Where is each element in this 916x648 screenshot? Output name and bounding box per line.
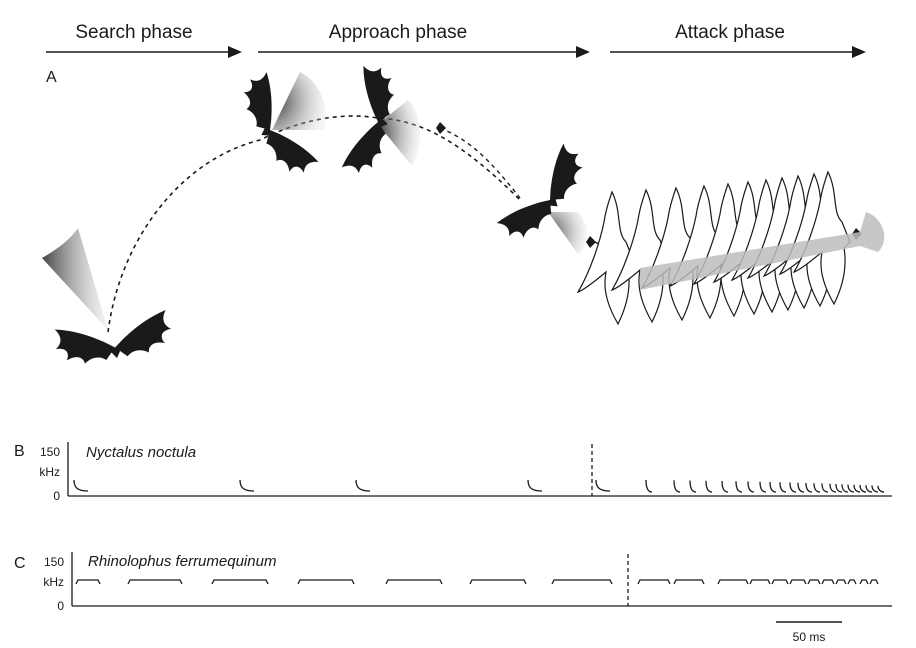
panel-b-ymax: 150	[40, 445, 60, 459]
call-mark	[859, 579, 869, 585]
panel-c-yunit: kHz	[43, 575, 64, 589]
call-mark	[645, 479, 653, 493]
sonar-cone-approach-3	[548, 212, 587, 254]
call-mark	[385, 579, 443, 585]
call-mark	[835, 579, 847, 585]
sonar-cone-approach-2	[378, 100, 421, 166]
panel-label-a: A	[46, 69, 57, 86]
call-mark	[869, 579, 879, 585]
panel-c-ymax: 150	[44, 555, 64, 569]
call-mark	[841, 484, 849, 493]
call-mark	[847, 484, 855, 493]
phase-label-search: Search phase	[75, 22, 192, 43]
call-mark	[821, 579, 835, 585]
sonar-cone-approach-1	[272, 72, 326, 130]
call-mark	[877, 485, 885, 493]
phase-arrow-attack	[610, 46, 866, 58]
sonar-cone-search	[42, 228, 108, 330]
call-mark	[75, 579, 101, 585]
flight-path	[107, 115, 521, 333]
call-mark	[717, 579, 749, 585]
prey-icon-approach-2	[586, 236, 596, 248]
call-mark	[847, 579, 857, 585]
panel-b-yunit: kHz	[39, 465, 60, 479]
panel-b-ymin: 0	[53, 489, 60, 503]
call-mark	[551, 579, 613, 585]
call-mark	[721, 480, 729, 493]
call-mark	[779, 482, 787, 493]
call-mark	[637, 579, 671, 585]
call-mark	[689, 480, 697, 493]
panel-b-species: Nyctalus noctula	[86, 444, 196, 461]
bat-search	[52, 309, 175, 369]
panel-c-species: Rhinolophus ferrumequinum	[88, 553, 276, 570]
call-mark	[211, 579, 269, 585]
call-mark	[355, 479, 371, 492]
call-mark	[769, 481, 777, 493]
phase-arrow-search	[46, 46, 242, 58]
call-mark	[595, 479, 611, 492]
call-mark	[73, 479, 89, 492]
call-mark	[865, 485, 873, 493]
call-mark	[813, 483, 821, 493]
call-mark	[735, 481, 743, 493]
call-mark	[807, 579, 821, 585]
call-mark	[673, 579, 705, 585]
attack-bat-sequence	[576, 170, 851, 326]
panel-label-b: B	[14, 443, 25, 460]
call-mark	[127, 579, 183, 585]
call-mark	[673, 480, 681, 493]
call-mark	[297, 579, 355, 585]
call-mark	[771, 579, 789, 585]
call-mark	[747, 481, 755, 493]
attack-bat-outline	[576, 190, 635, 326]
call-mark	[789, 482, 797, 493]
phase-arrow-approach	[258, 46, 590, 58]
prey-icon-approach	[436, 122, 446, 134]
call-mark	[853, 484, 861, 493]
phase-label-attack: Attack phase	[675, 22, 785, 43]
call-mark	[835, 483, 843, 493]
call-mark	[859, 484, 867, 493]
call-mark	[705, 480, 713, 493]
call-mark	[821, 483, 829, 493]
call-mark	[469, 579, 527, 585]
call-mark	[527, 479, 543, 492]
phase-label-approach: Approach phase	[329, 22, 467, 43]
call-mark	[829, 483, 837, 493]
call-mark	[805, 482, 813, 493]
flight-path-to-prey	[439, 127, 521, 199]
panel-label-c: C	[14, 555, 26, 572]
panel-b-calls	[73, 479, 885, 493]
call-mark	[759, 481, 767, 493]
panel-c-ymin: 0	[57, 599, 64, 613]
call-mark	[239, 479, 255, 492]
attack-beam	[640, 212, 885, 290]
call-mark	[749, 579, 771, 585]
panel-c-calls	[75, 579, 879, 585]
scale-bar-label: 50 ms	[793, 630, 826, 644]
call-mark	[789, 579, 807, 585]
call-mark	[871, 485, 879, 493]
call-mark	[797, 482, 805, 493]
